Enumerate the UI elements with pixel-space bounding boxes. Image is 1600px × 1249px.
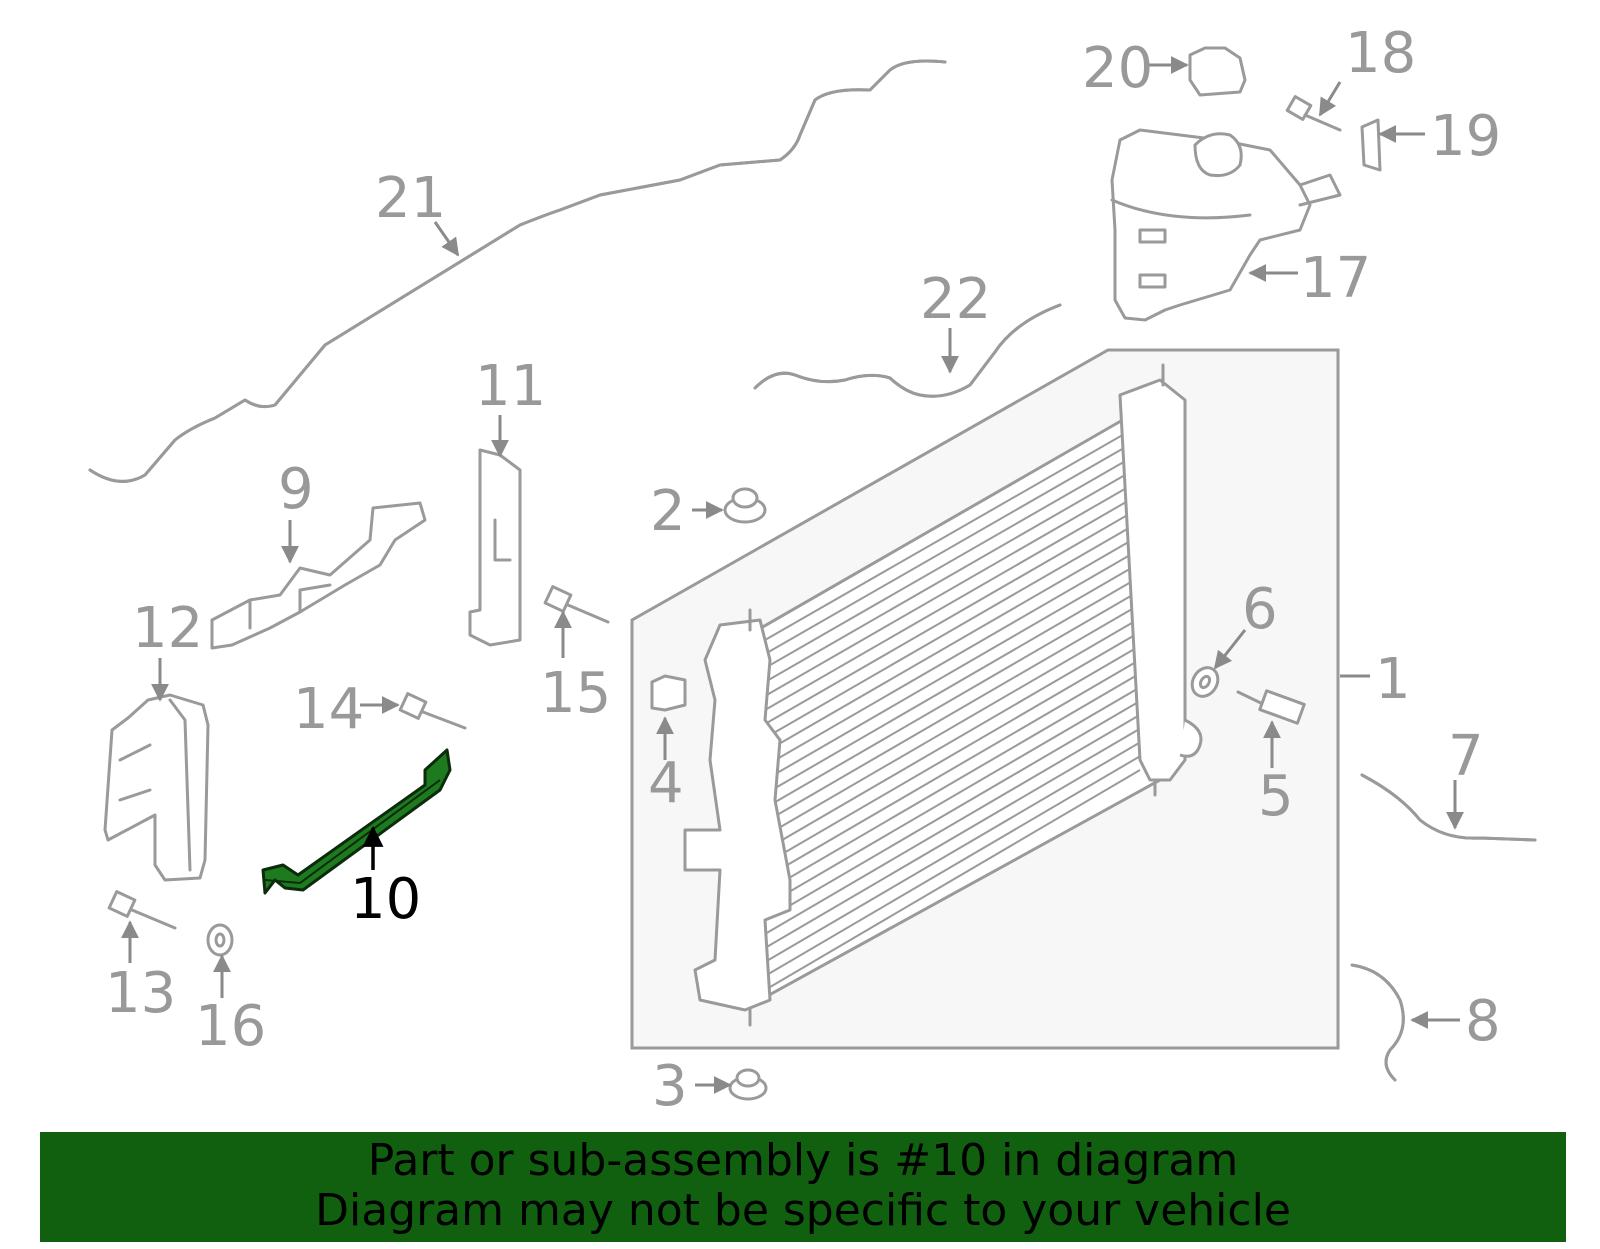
bolt-15[interactable] bbox=[543, 585, 610, 624]
callout-1: 1 bbox=[1375, 647, 1411, 712]
air-deflector-12[interactable] bbox=[103, 693, 210, 882]
callout-6: 6 bbox=[1242, 577, 1278, 642]
radiator-fin bbox=[764, 451, 1141, 669]
callout-5: 5 bbox=[1258, 764, 1294, 829]
callout-9: 9 bbox=[278, 457, 314, 522]
bolt-14[interactable] bbox=[398, 692, 467, 730]
coolant-reservoir-17[interactable] bbox=[1110, 128, 1342, 322]
clip-19[interactable] bbox=[1360, 118, 1382, 172]
callout-3: 3 bbox=[652, 1054, 688, 1119]
radiator-fin bbox=[764, 465, 1141, 683]
banner-line-2: Diagram may not be specific to your vehi… bbox=[315, 1185, 1291, 1236]
callout-22: 22 bbox=[920, 267, 991, 332]
radiator-fin bbox=[764, 548, 1141, 767]
radiator-fin bbox=[764, 658, 1141, 879]
callout-12: 12 bbox=[132, 596, 203, 661]
callout-21: 21 bbox=[375, 166, 446, 231]
grommet-3[interactable] bbox=[728, 1068, 768, 1101]
callout-20: 20 bbox=[1082, 36, 1153, 101]
callout-18: 18 bbox=[1345, 21, 1416, 86]
callout-2: 2 bbox=[650, 479, 686, 544]
radiator-fin bbox=[764, 603, 1141, 823]
banner-line-1: Part or sub-assembly is #10 in diagram bbox=[367, 1135, 1239, 1186]
leader-arrows bbox=[121, 56, 1464, 1094]
washer-16[interactable] bbox=[206, 923, 234, 957]
callout-13: 13 bbox=[105, 961, 176, 1026]
air-deflector-11[interactable] bbox=[468, 448, 522, 647]
parts-diagram: 1 2 3 4 5 6 7 8 9 10 11 12 13 14 15 16 1… bbox=[88, 21, 1537, 1119]
info-banner: Part or sub-assembly is #10 in diagram D… bbox=[40, 1132, 1566, 1242]
grommet-2[interactable] bbox=[723, 487, 767, 524]
radiator-fin bbox=[764, 520, 1141, 739]
hose-22[interactable] bbox=[753, 303, 1062, 398]
radiator-fin bbox=[764, 479, 1141, 697]
radiator-fin bbox=[764, 493, 1141, 711]
callout-15: 15 bbox=[540, 661, 611, 726]
radiator-fin bbox=[764, 534, 1141, 753]
bolt-18[interactable] bbox=[1285, 95, 1342, 132]
bolt-13[interactable] bbox=[107, 890, 177, 930]
callout-4: 4 bbox=[648, 751, 684, 816]
radiator-fin bbox=[764, 672, 1141, 893]
radiator-fin bbox=[764, 424, 1141, 641]
radiator-fin bbox=[764, 589, 1141, 809]
radiator-fin bbox=[764, 575, 1141, 795]
radiator-fin bbox=[764, 631, 1141, 851]
radiator-fin bbox=[764, 727, 1141, 949]
radiator-fin bbox=[764, 741, 1141, 963]
radiator-fin bbox=[764, 644, 1141, 865]
radiator-fin bbox=[764, 769, 1141, 991]
callout-7: 7 bbox=[1448, 724, 1484, 789]
callout-19: 19 bbox=[1430, 104, 1501, 169]
radiator-fin bbox=[764, 437, 1141, 655]
radiator-core[interactable] bbox=[683, 363, 1203, 1027]
callout-14: 14 bbox=[293, 677, 364, 742]
callout-16: 16 bbox=[195, 994, 266, 1059]
radiator-fin bbox=[764, 713, 1141, 935]
radiator-fin bbox=[764, 686, 1141, 907]
radiator-fin bbox=[764, 755, 1141, 977]
callout-10: 10 bbox=[350, 867, 421, 932]
radiator-fin bbox=[764, 506, 1141, 725]
sensor-5[interactable] bbox=[1236, 689, 1306, 725]
radiator-fin bbox=[764, 617, 1141, 837]
radiator-fin bbox=[764, 700, 1141, 921]
oring-6[interactable] bbox=[1187, 663, 1223, 701]
clip-4[interactable] bbox=[650, 674, 687, 712]
callout-11: 11 bbox=[475, 354, 546, 419]
radiator-fin bbox=[764, 562, 1141, 781]
reservoir-cap-20[interactable] bbox=[1188, 46, 1247, 97]
callout-8: 8 bbox=[1465, 989, 1501, 1054]
bracket-9[interactable] bbox=[210, 501, 427, 650]
callout-17: 17 bbox=[1300, 246, 1371, 311]
hose-8[interactable] bbox=[1350, 963, 1405, 1082]
